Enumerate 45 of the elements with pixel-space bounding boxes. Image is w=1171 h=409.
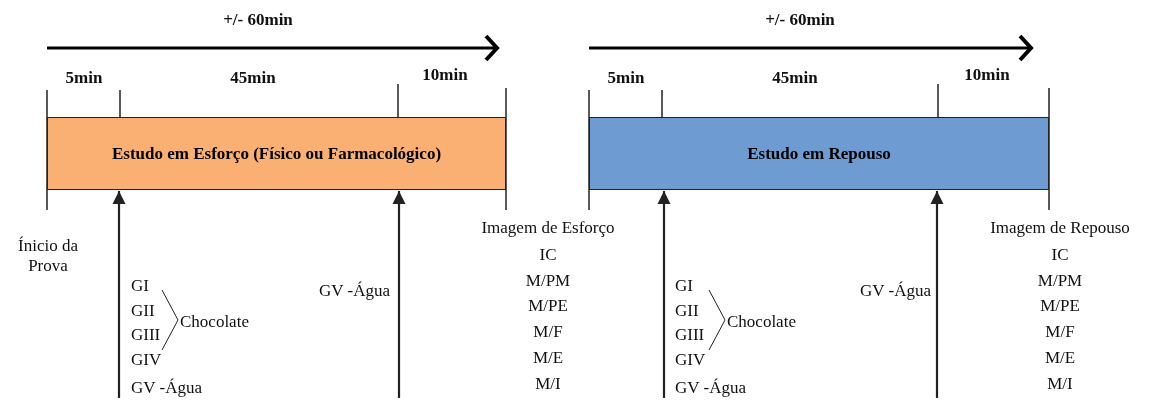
annotation-label: GIV xyxy=(131,350,162,370)
annotation-label: GII xyxy=(131,301,155,321)
annotation-label: GIV xyxy=(675,350,706,370)
annotation-label: M/PE xyxy=(1040,296,1080,316)
duration-label: 45min xyxy=(772,68,818,88)
phase-bar xyxy=(47,117,506,190)
duration-label: 10min xyxy=(422,65,468,85)
annotation-label: M/I xyxy=(1047,374,1073,394)
duration-label: 10min xyxy=(964,65,1010,85)
arrow xyxy=(112,191,126,398)
annotation-label: IC xyxy=(1051,245,1069,265)
annotation-label: Chocolate xyxy=(727,312,796,332)
phase-title: Estudo em Esforço (Físico ou Farmacológico) xyxy=(111,143,442,164)
arrow xyxy=(657,191,671,398)
phase-title: Estudo em Repouso xyxy=(747,143,891,164)
annotation-label: IC xyxy=(539,245,557,265)
annotation-label: GIII xyxy=(675,325,705,345)
annotation-label: M/E xyxy=(532,348,564,368)
annotation-label: GI xyxy=(675,276,693,296)
annotation-label: GV -Água xyxy=(131,378,202,398)
arrow xyxy=(392,191,406,398)
annotation-label: GV -Água xyxy=(675,378,746,398)
duration-label: 45min xyxy=(230,68,276,88)
annotation-label: GV -Água xyxy=(319,281,390,301)
annotation-label: Chocolate xyxy=(180,312,249,332)
annotation-label: M/PE xyxy=(528,296,568,316)
annotation-label: Ínicio da Prova xyxy=(17,236,79,276)
phase-bar xyxy=(589,117,1049,190)
duration-label: 5min xyxy=(65,68,103,88)
annotation-label: M/F xyxy=(533,322,563,342)
annotation-label: M/F xyxy=(1045,322,1075,342)
annotation-label: Imagem de Esforço xyxy=(481,218,615,238)
annotation-label: Imagem de Repouso xyxy=(990,218,1130,238)
annotation-label: M/PM xyxy=(1037,271,1083,291)
annotation-label: GII xyxy=(675,301,699,321)
duration-label: 5min xyxy=(607,68,645,88)
arrow xyxy=(930,191,944,398)
annotation-label: M/E xyxy=(1044,348,1076,368)
annotation-label: GI xyxy=(131,276,149,296)
annotation-label: GV -Água xyxy=(860,281,931,301)
annotation-label: M/PM xyxy=(525,271,571,291)
duration-label: +/- 60min xyxy=(223,10,293,30)
annotation-label: GIII xyxy=(131,325,161,345)
annotation-label: M/I xyxy=(535,374,561,394)
duration-label: +/- 60min xyxy=(765,10,835,30)
